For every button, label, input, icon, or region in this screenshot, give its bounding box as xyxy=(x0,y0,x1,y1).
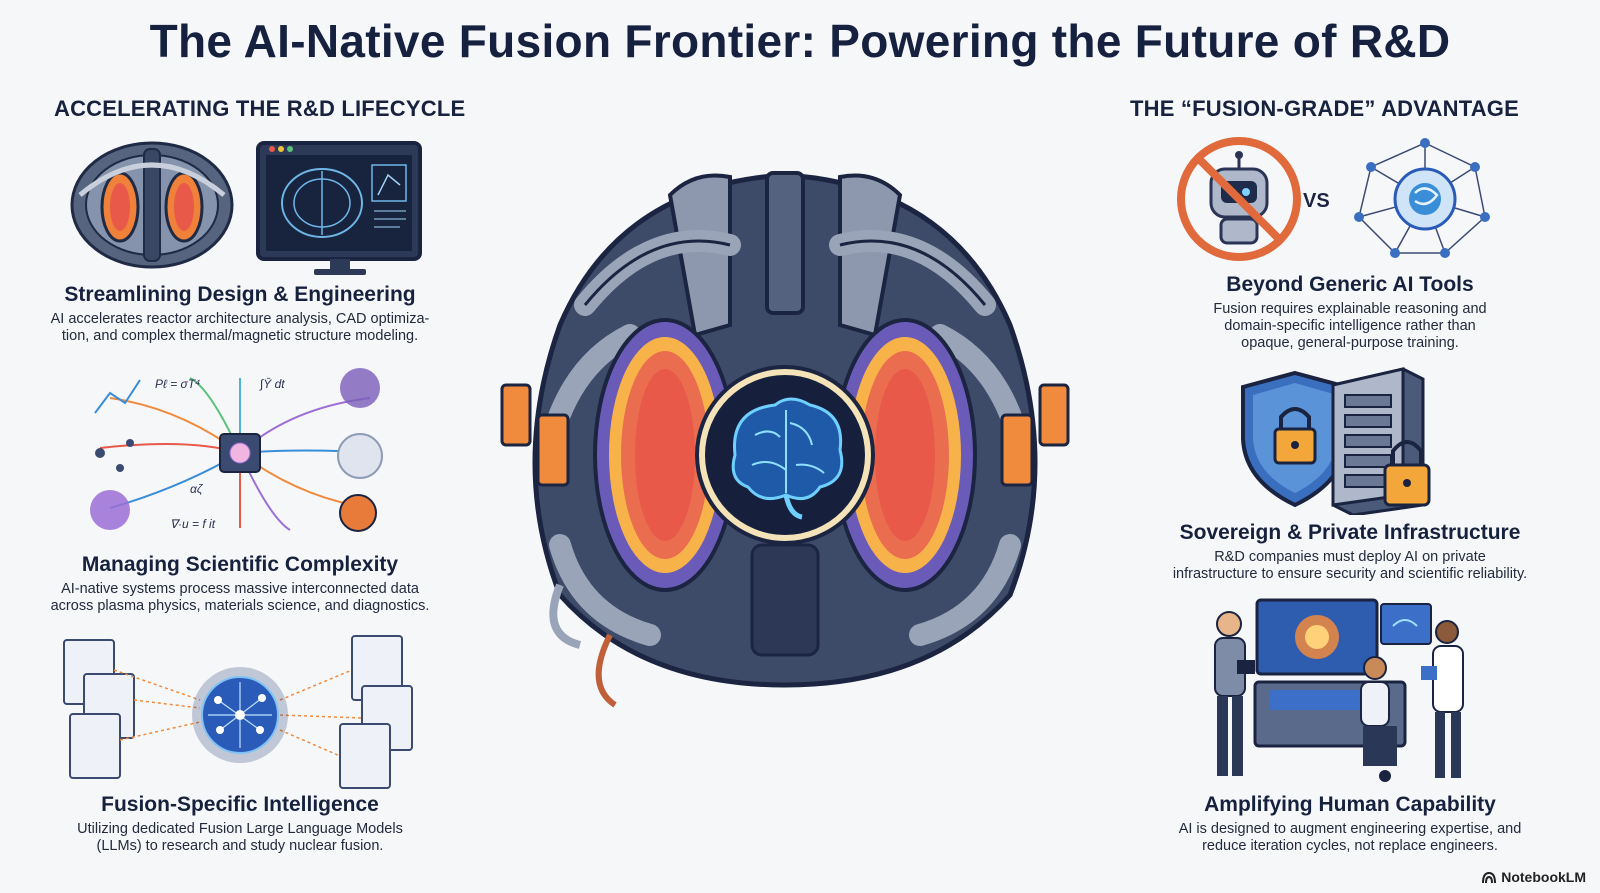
plasma-chamber-right xyxy=(833,318,977,592)
feature-description: AI accelerates reactor architecture anal… xyxy=(50,311,430,344)
feature-private-infrastructure: Sovereign & Private Infrastructure R&D c… xyxy=(1130,521,1570,583)
feature-description: AI is designed to augment engineering ex… xyxy=(1178,821,1522,854)
small-tokamak-icon xyxy=(70,141,234,269)
molecule-sphere-icon xyxy=(340,368,380,408)
feature-title: Streamlining Design & Engineering xyxy=(64,283,416,306)
notebooklm-logo-icon xyxy=(1482,871,1497,884)
page-title: The AI-Native Fusion Frontier: Powering … xyxy=(149,15,1451,67)
fusion-reactor-brain-illustration xyxy=(500,171,1070,708)
feature-title: Beyond Generic AI Tools xyxy=(1226,273,1474,296)
gear-icon xyxy=(339,494,377,532)
right-section-heading: THE “FUSION-GRADE” ADVANTAGE xyxy=(1130,96,1519,121)
security-shield-icon xyxy=(1241,370,1349,508)
cad-monitor-icon xyxy=(256,141,422,275)
scientific-complexity-illustration: Pℓ = σT⁴ ∫Ȳ dt αζ ∇·u = f it xyxy=(90,368,383,532)
svg-text:Pℓ = σT⁴: Pℓ = σT⁴ xyxy=(155,377,200,391)
feature-beyond-generic-ai: Beyond Generic AI Tools Fusion requires … xyxy=(1130,273,1570,352)
feature-fusion-intelligence: Fusion-Specific Intelligence Utilizing d… xyxy=(30,793,450,855)
no-generic-ai-icon xyxy=(1177,137,1301,261)
feature-description: Fusion requires explainable reasoning an… xyxy=(1213,301,1487,351)
feature-title: Fusion-Specific Intelligence xyxy=(101,793,379,816)
vs-label: VS xyxy=(1303,190,1330,212)
ai-brain-core-icon xyxy=(695,365,875,545)
human-capability-illustration xyxy=(1214,598,1464,782)
feature-human-capability: Amplifying Human Capability AI is design… xyxy=(1130,793,1570,855)
fusion-llm-illustration xyxy=(63,635,413,789)
left-section-heading: ACCELERATING THE R&D LIFECYCLE xyxy=(54,96,466,121)
engineer-seated-icon xyxy=(1360,656,1397,782)
feature-scientific-complexity: Managing Scientific Complexity AI-native… xyxy=(30,553,450,615)
notebooklm-brand: NotebookLM xyxy=(1481,869,1586,885)
feature-title: Amplifying Human Capability xyxy=(1204,793,1496,816)
svg-text:∫Ȳ dt: ∫Ȳ dt xyxy=(259,377,285,391)
plasma-chamber-left xyxy=(593,318,737,592)
feature-design-engineering: Streamlining Design & Engineering AI acc… xyxy=(30,283,450,345)
svg-text:∇·u = f it: ∇·u = f it xyxy=(170,517,216,531)
feature-description: Utilizing dedicated Fusion Large Languag… xyxy=(77,821,403,854)
design-engineering-illustration xyxy=(70,141,422,275)
private-infrastructure-illustration xyxy=(1241,367,1431,515)
brand-label: NotebookLM xyxy=(1501,869,1586,885)
scientist-right-icon xyxy=(1421,620,1464,778)
feature-description: AI-native systems process massive interc… xyxy=(50,581,430,614)
lock-icon xyxy=(1383,440,1431,507)
engineer-left-icon xyxy=(1214,611,1255,776)
svg-text:αζ: αζ xyxy=(190,482,204,496)
feature-title: Managing Scientific Complexity xyxy=(81,553,399,576)
document-stack-icon xyxy=(63,635,413,789)
feature-title: Sovereign & Private Infrastructure xyxy=(1179,521,1521,544)
generic-vs-specific-illustration: VS xyxy=(1177,137,1490,261)
